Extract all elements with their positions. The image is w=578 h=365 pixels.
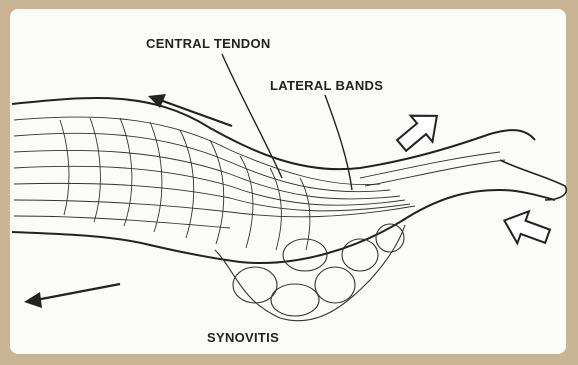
- hollow-arrow-left-icon: [499, 205, 554, 253]
- lateral-bands-label: LATERAL BANDS: [270, 78, 383, 93]
- synovitis-label: SYNOVITIS: [207, 330, 279, 345]
- arrow-left-upper-icon: [148, 94, 232, 126]
- central-tendon-label: CENTRAL TENDON: [146, 36, 271, 51]
- arrow-left-lower-icon: [24, 284, 120, 308]
- synovitis-mass: [215, 224, 405, 321]
- lateral-bands-leader: [325, 95, 352, 190]
